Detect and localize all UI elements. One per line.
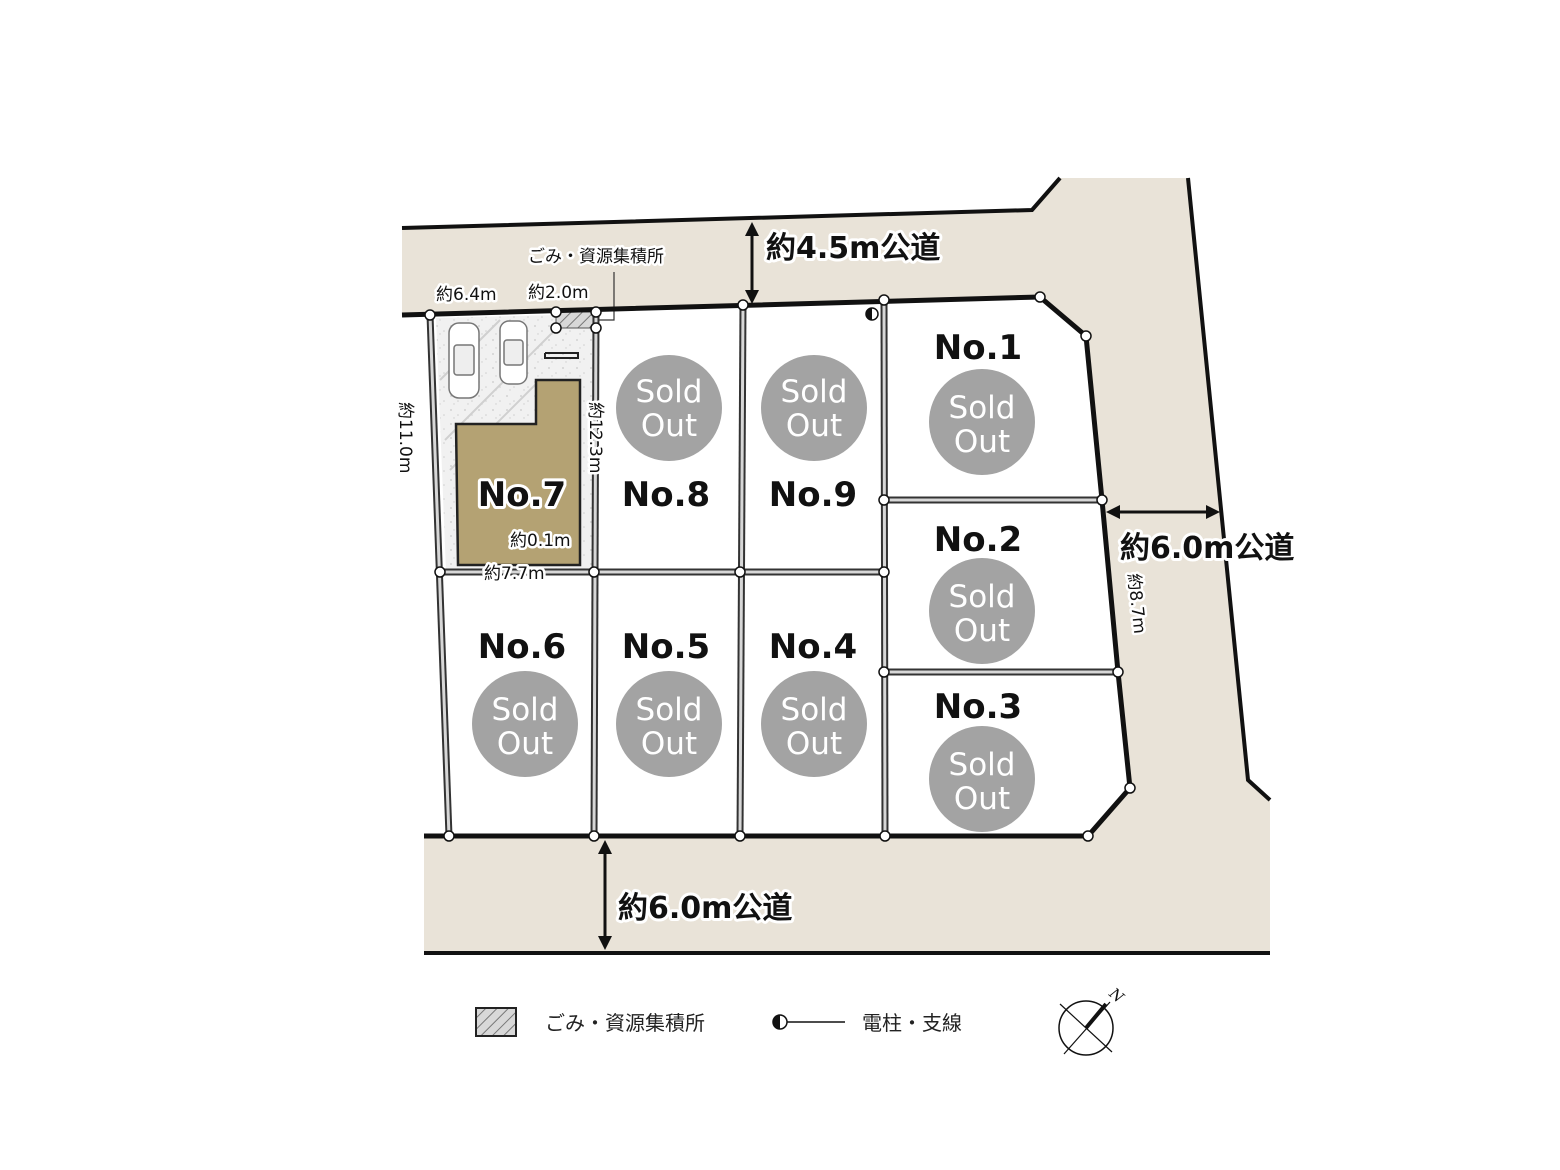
dim-south-width: 約7.7m	[484, 564, 545, 584]
car-1	[448, 322, 480, 399]
road-north	[402, 178, 1270, 952]
lot-5-label[interactable]: No.5	[619, 624, 713, 670]
lot-5-status: Sold	[636, 692, 703, 728]
lot-7-label[interactable]: No.7	[475, 472, 569, 518]
road-south-label: 約6.0m公道	[618, 891, 792, 926]
road-edges	[401, 176, 1272, 955]
legend-garbage-swatch	[475, 1007, 517, 1037]
lot-1-status: Sold	[949, 390, 1016, 426]
lot-4-status-2: Out	[786, 726, 842, 762]
legend-garbage-label: ごみ・資源集積所	[545, 1011, 705, 1035]
garbage-area-label: ごみ・資源集積所	[528, 247, 664, 267]
lot-5-status-2: Out	[641, 726, 697, 762]
garbage-area	[555, 311, 597, 329]
lot7-building	[454, 378, 582, 567]
legend-pole-label: 電柱・支線	[862, 1011, 962, 1035]
lot-3-label[interactable]: No.3	[931, 684, 1025, 730]
dim-north-frontage: 約6.4m	[436, 285, 497, 305]
road-width-arrows	[598, 222, 1220, 950]
garbage-leader	[596, 272, 615, 321]
lot-8-status: Sold	[636, 374, 703, 410]
lot-4-label[interactable]: No.4	[766, 624, 860, 670]
utility-pole-icon	[865, 307, 879, 321]
site-boundary	[401, 294, 1133, 839]
car-2	[499, 320, 528, 385]
dim-setback: 約0.1m	[510, 531, 571, 551]
lot-4-status: Sold	[781, 692, 848, 728]
north-arrow-icon: N	[1058, 984, 1128, 1056]
lot-1-status-2: Out	[954, 424, 1010, 460]
dim-west-depth: 約11.0m	[395, 402, 415, 473]
lot-6-status: Sold	[492, 692, 559, 728]
road-east-label: 約6.0m公道	[1120, 531, 1294, 566]
roads	[402, 178, 1270, 952]
legend-pole-icon	[772, 1014, 845, 1030]
lot-6-status-2: Out	[497, 726, 553, 762]
road-north-label: 約4.5m公道	[766, 231, 940, 266]
lot-8-label[interactable]: No.8	[619, 472, 713, 518]
lot-3-status-2: Out	[954, 781, 1010, 817]
lot-9-status: Sold	[781, 374, 848, 410]
lot-8-status-2: Out	[641, 408, 697, 444]
lot-1-label[interactable]: No.1	[931, 325, 1025, 371]
legend: ごみ・資源集積所 電柱・支線 N	[475, 984, 1128, 1056]
lot-9-label[interactable]: No.9	[766, 472, 860, 518]
lot7-entrance	[544, 352, 579, 359]
lot-3-status: Sold	[949, 747, 1016, 783]
lot-6-label[interactable]: No.6	[475, 624, 569, 670]
lot-2-status: Sold	[949, 579, 1016, 615]
dim-east-depth: 約12.3m	[585, 402, 605, 473]
dim-garbage-width: 約2.0m	[528, 283, 589, 303]
sold-badges	[472, 355, 1035, 832]
lot-2-label[interactable]: No.2	[931, 517, 1025, 563]
lot-2-status-2: Out	[954, 613, 1010, 649]
boundary-markers	[424, 291, 1136, 842]
lot-9-status-2: Out	[786, 408, 842, 444]
